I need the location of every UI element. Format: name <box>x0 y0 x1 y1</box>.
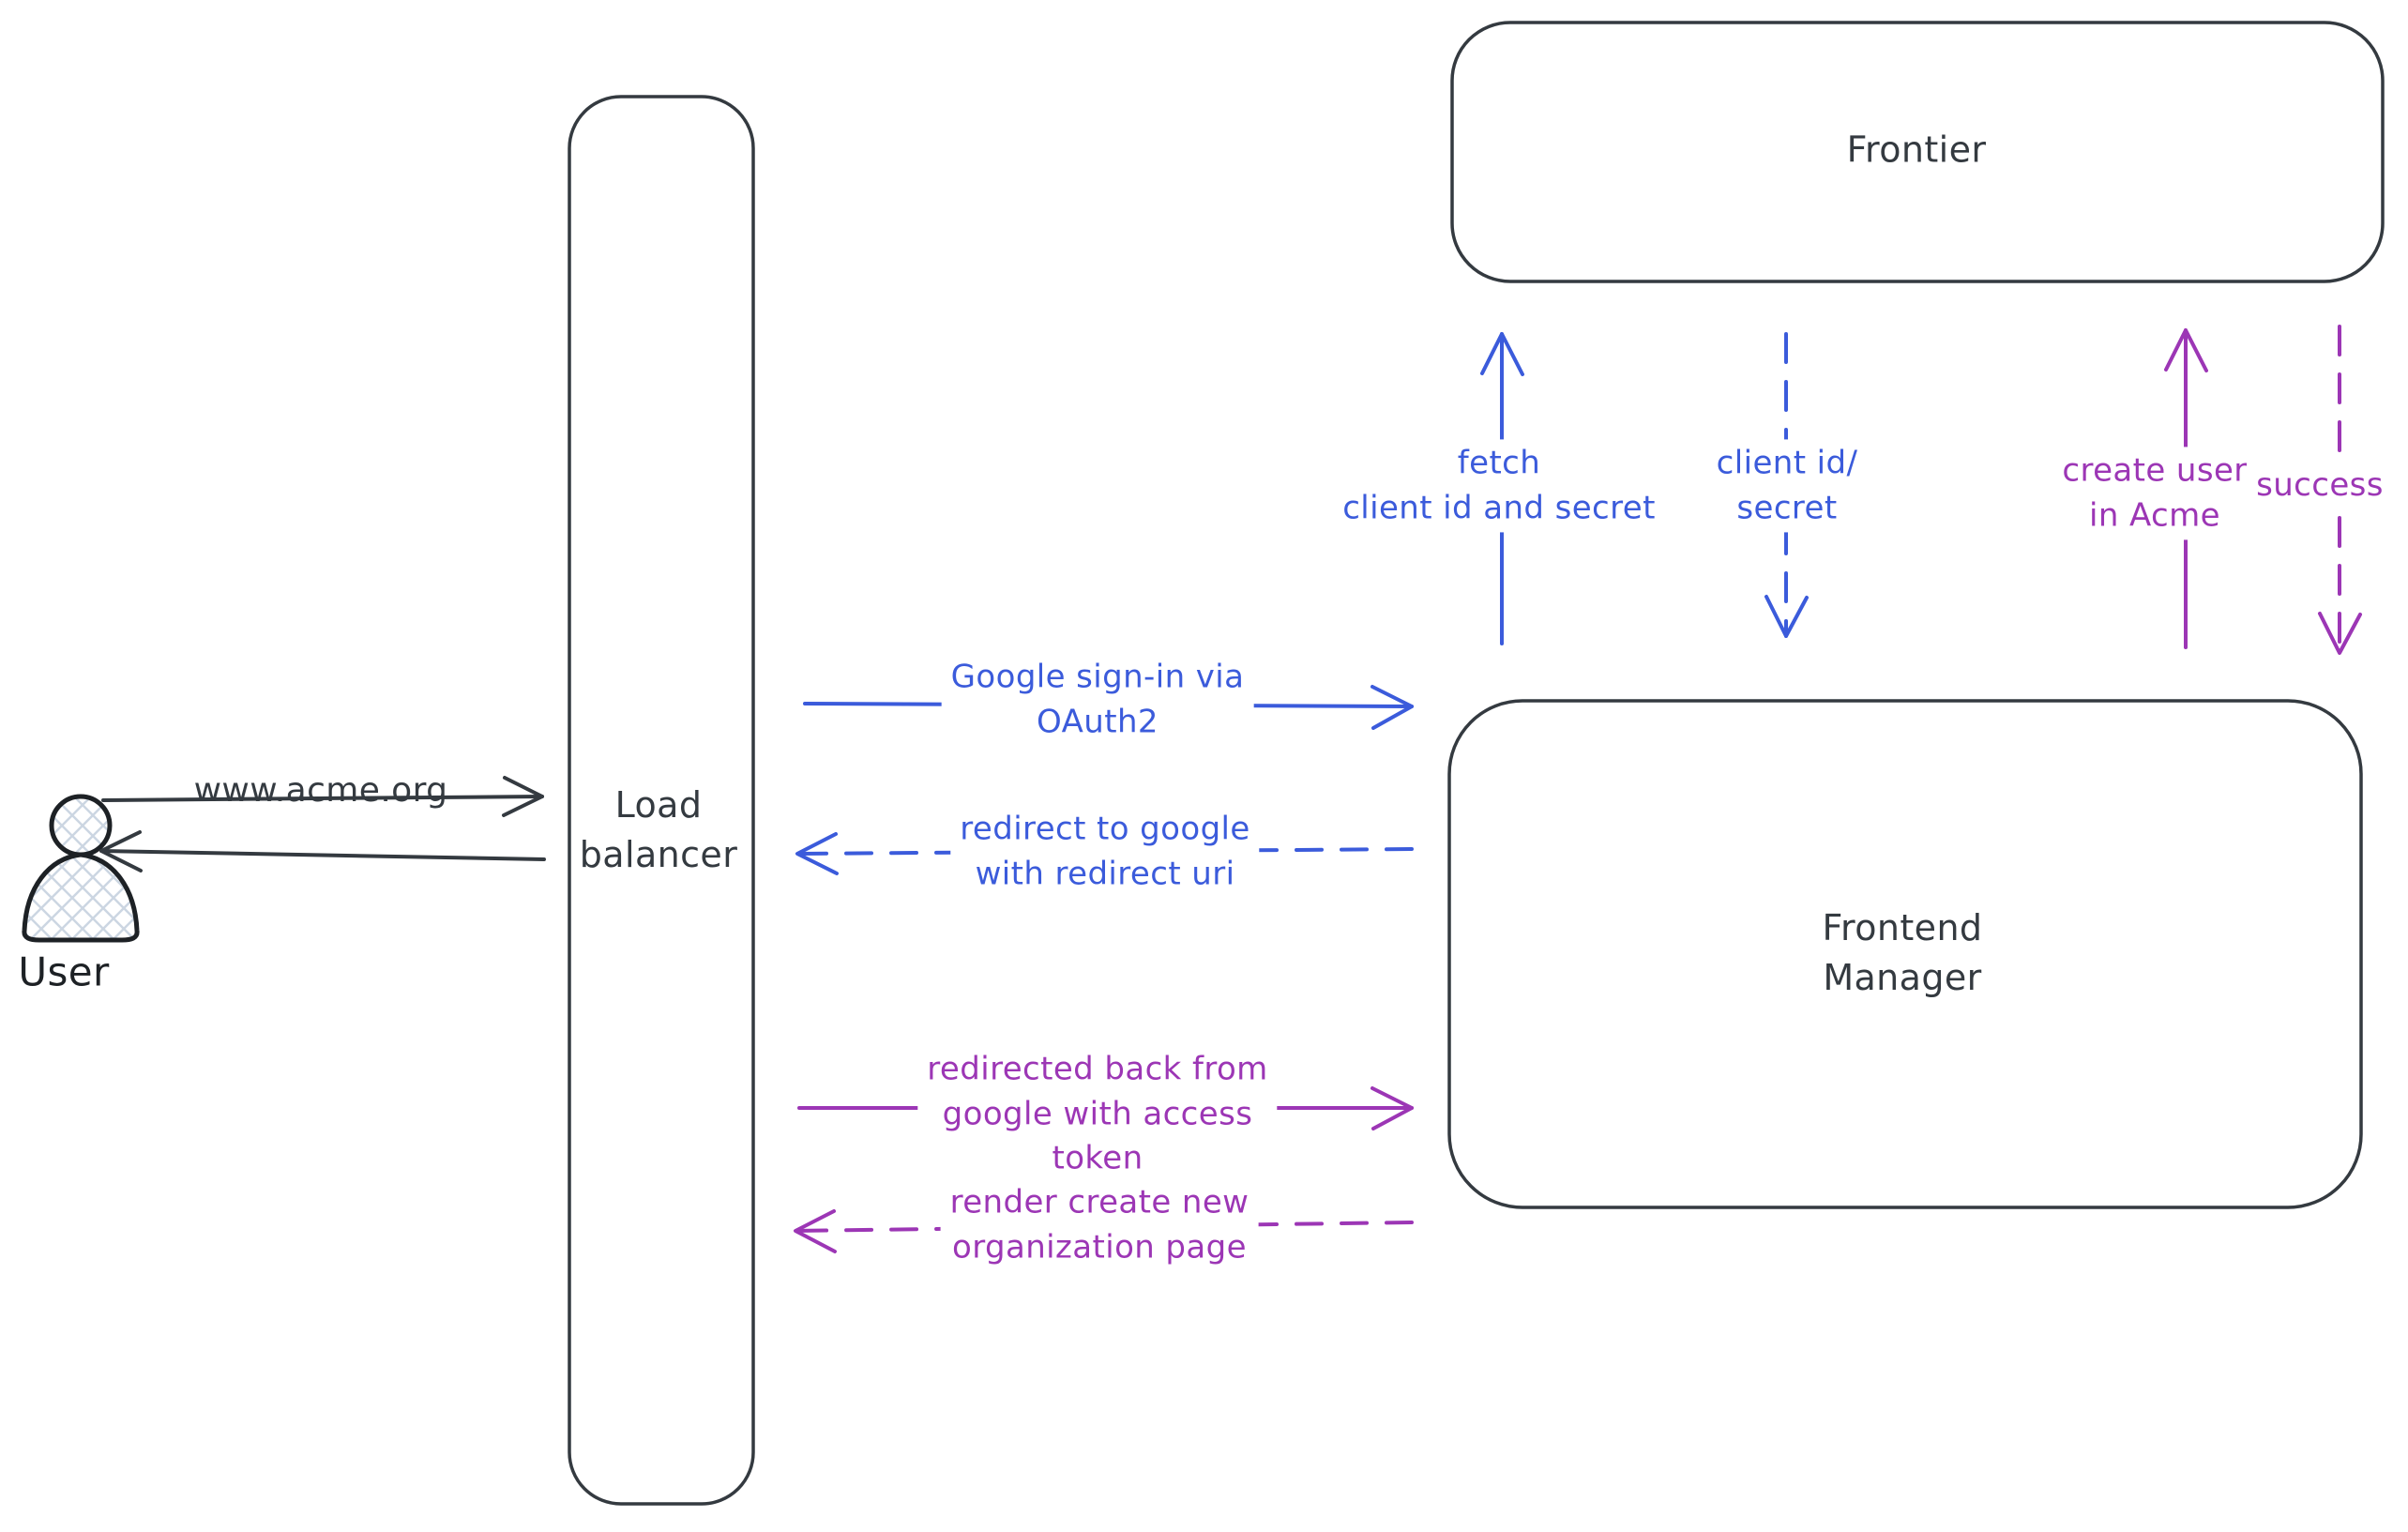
frontier-label: Frontier <box>1846 129 1987 171</box>
load-balancer-label: Load balancer <box>579 783 738 875</box>
frontend-manager-label: Frontend Manager <box>1822 906 1983 998</box>
load-balancer-box <box>568 95 755 1506</box>
google-signin-label: Google sign-in via OAuth2 <box>941 653 1254 747</box>
person-icon <box>22 794 140 943</box>
render-org-page-arrow <box>794 1209 1414 1253</box>
render-org-page-label: render create new organization page <box>940 1178 1259 1272</box>
www-request-label: www.acme.org <box>193 770 448 810</box>
frontend-manager-box <box>1447 699 2363 1209</box>
create-user-label: create user in Acme <box>2052 447 2257 540</box>
user-node-label: User <box>18 948 110 995</box>
www-response-arrow <box>99 830 546 872</box>
redirect-to-google-arrow <box>795 832 1414 875</box>
fetch-client-label: fetch client id and secret <box>1333 439 1665 533</box>
client-id-secret-label: client id/ secret <box>1706 439 1868 533</box>
redirect-to-google-label: redirect to google with redirect uri <box>950 805 1260 899</box>
success-label: success <box>2247 462 2393 510</box>
redirected-back-label: redirected back from google with access … <box>917 1045 1278 1184</box>
www-request-arrow <box>101 776 544 817</box>
frontier-box <box>1450 21 2385 283</box>
